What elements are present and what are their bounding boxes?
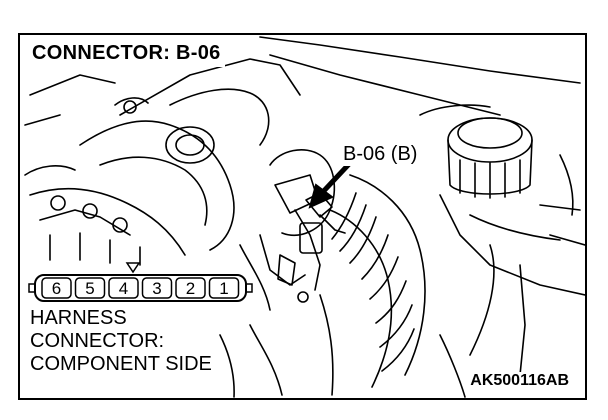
harness-connector-label: HARNESS CONNECTOR: COMPONENT SIDE [30, 307, 215, 376]
harness-label-line-2: CONNECTOR: [30, 330, 168, 353]
harness-label-line-1: HARNESS [30, 307, 130, 330]
locator-mark [125, 262, 141, 274]
pin-cell-3 [141, 277, 173, 299]
pin-cell-2 [175, 277, 206, 299]
pin-number-1: 1 [219, 279, 228, 298]
pin-number-2: 2 [186, 279, 195, 298]
figure-code: AK500116AB [468, 372, 571, 390]
harness-label-line-3: COMPONENT SIDE [30, 353, 215, 376]
pin-cell-1 [208, 277, 240, 299]
pin-number-6: 6 [52, 279, 61, 298]
pin-number-4: 4 [119, 279, 128, 298]
harness-connector-pinout: 6 5 4 3 2 1 [28, 262, 253, 302]
pin-cell-6 [41, 277, 72, 299]
engine-bay-illustration [24, 36, 585, 398]
pin-number-3: 3 [152, 279, 161, 298]
diagram-frame: CONNECTOR: B-06 B-06 (B) 6 5 4 3 2 1 HARNESS … [18, 33, 587, 400]
connector-callout-label: B-06 (B) [340, 143, 421, 166]
connector-title: CONNECTOR: B-06 [32, 42, 225, 67]
pin-cell-4 [108, 277, 139, 299]
pin-number-5: 5 [85, 279, 94, 298]
pin-cell-5 [74, 277, 106, 299]
